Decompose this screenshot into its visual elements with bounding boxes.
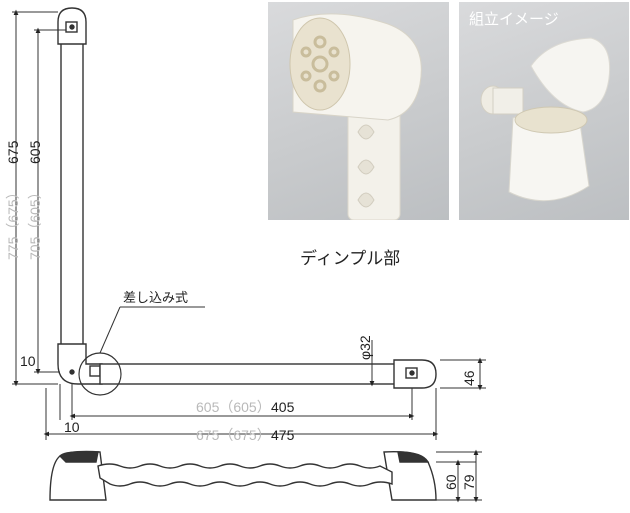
side-dimension-lines	[436, 449, 482, 503]
assembly-photo: 組立イメージ	[459, 2, 629, 220]
dim-bracket-height: 46	[461, 370, 477, 386]
vertical-pipe	[60, 39, 84, 351]
assembly-photo-illustration	[480, 37, 611, 202]
bracket-height-lines	[440, 357, 486, 391]
dimple-photo	[268, 2, 449, 220]
top-bracket	[57, 7, 87, 45]
dim-vertical-outer-grey: 775（675）	[5, 185, 21, 260]
detail-leader	[99, 306, 121, 354]
dim-horizontal-inner-grey: 605（605）	[196, 399, 271, 415]
dim-horizontal-outer-black: 475	[271, 427, 295, 443]
right-bracket	[393, 359, 437, 389]
dim-offset-vertical: 10	[20, 353, 36, 369]
dim-diameter: φ32	[357, 335, 373, 360]
dim-vertical-outer-black: 675	[5, 140, 21, 164]
dim-vertical-inner-grey: 705（605）	[27, 185, 43, 260]
dim-offset-horizontal: 10	[64, 419, 80, 435]
insert-type-label: 差し込み式	[123, 291, 189, 306]
dim-side-height-60: 60	[443, 474, 459, 490]
dim-side-height-79: 79	[461, 474, 477, 490]
dim-horizontal-outer-grey: 675（675）	[196, 427, 271, 443]
assembly-caption: 組立イメージ	[469, 10, 559, 28]
dimple-caption: ディンプル部	[300, 249, 401, 269]
horizontal-dimension-lines	[43, 384, 439, 440]
side-view	[49, 450, 437, 501]
dimple-photo-illustration	[289, 13, 422, 220]
dim-horizontal-inner-black: 405	[271, 399, 295, 415]
elbow-joint	[57, 343, 103, 385]
dim-vertical-inner-black: 605	[27, 140, 43, 164]
horizontal-pipe	[99, 363, 401, 385]
vertical-dimension-lines	[12, 9, 66, 387]
